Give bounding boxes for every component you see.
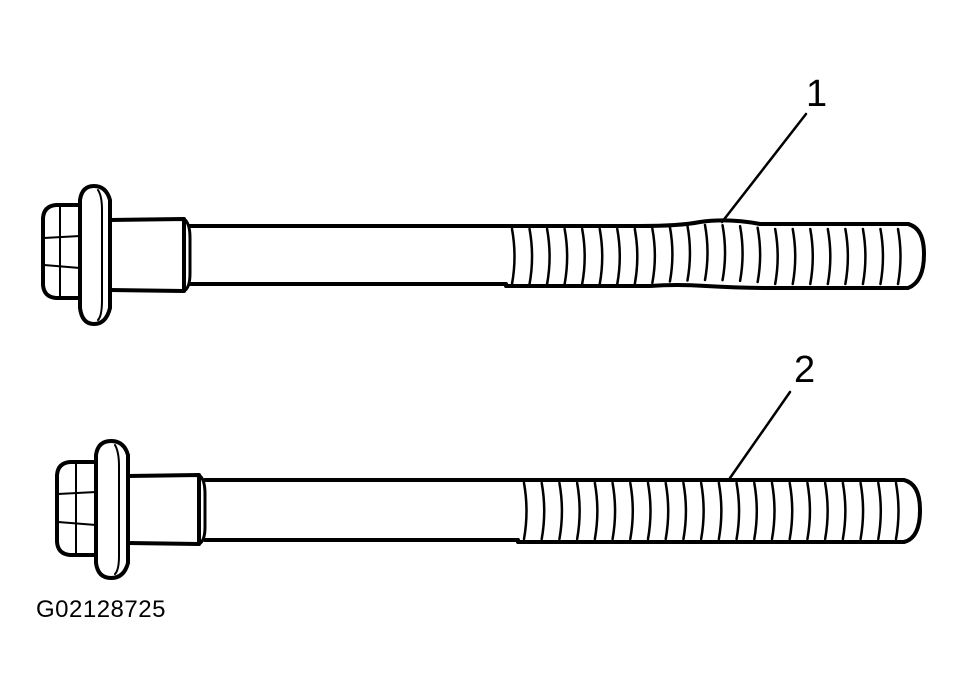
bolt-1-shoulder: [108, 217, 192, 293]
bolt-2-thread-ridge: [841, 481, 847, 541]
bolt-1-thread-ridge: [896, 227, 902, 286]
bolt-1-thread-ridge: [545, 227, 551, 286]
bolt-2-thread-ridge: [788, 481, 794, 541]
bolt-1-thread-ridge: [756, 226, 762, 284]
bolt-2-thread-ridge: [806, 481, 812, 541]
bolt-1-thread-ridge: [686, 224, 692, 282]
bolt-2-thread-ridge: [770, 481, 776, 541]
bolt-2-thread-ridge: [629, 481, 635, 541]
bolt-2: [55, 439, 922, 580]
callout-2-leader: [728, 390, 792, 480]
bolt-2-thread-ridge: [664, 481, 670, 541]
callout-1-label: 1: [806, 73, 827, 115]
bolt-1-thread-ridge: [826, 227, 832, 286]
bolt-2-thread-ridge: [894, 481, 900, 541]
bolt-2-thread-ridge: [611, 481, 617, 541]
bolt-2-thread-ridge: [717, 481, 723, 541]
bolt-2-thread-ridge: [682, 481, 688, 541]
bolt-2-thread-ridge: [735, 481, 741, 541]
bolt-2-shoulder: [126, 473, 207, 546]
bolt-2-thread-lines: [522, 481, 900, 541]
bolt-1-thread-ridge: [510, 227, 516, 286]
bolt-1-thread-ridge: [703, 223, 709, 282]
bolt-2-thread-ridge: [859, 481, 865, 541]
bolt-1-thread-lines: [510, 223, 902, 286]
bolt-1-thread-ridge: [809, 227, 815, 286]
bolt-2-thread-ridge: [593, 481, 599, 541]
bolt-2-thread-ridge: [522, 481, 528, 541]
figure-id: G02128725: [36, 596, 166, 623]
bolt-2-thread-ridge: [646, 481, 652, 541]
bolt-1-hex-head: [41, 203, 82, 300]
bolt-2-thread-ridge: [575, 481, 581, 541]
bolt-1-thread-ridge: [651, 227, 657, 285]
bolt-1-threads: [504, 218, 926, 290]
bolt-2-thread-ridge: [877, 481, 883, 541]
bolt-1-flange: [78, 184, 112, 326]
bolt-2-thread-ridge: [823, 481, 829, 541]
bolt-2-hex-head: [55, 460, 98, 557]
bolt-1-thread-ridge: [844, 227, 850, 286]
callout-1: 1: [720, 73, 827, 224]
callout-1-leader: [720, 112, 808, 224]
bolt-2-thread-ridge: [540, 481, 546, 541]
bolt-1-thread-ridge: [721, 223, 727, 282]
bolt-1-thread-ridge: [598, 227, 604, 286]
bolt-1-thread-ridge: [861, 227, 867, 286]
callout-2: 2: [728, 349, 815, 480]
bolt-1-thread-ridge: [633, 227, 639, 286]
bolt-1-thread-ridge: [791, 227, 797, 286]
bolt-2-thread-ridge: [699, 481, 705, 541]
bolt-2-flange: [94, 439, 130, 580]
bolt-2-thread-ridge: [558, 481, 564, 541]
bolt-1-thread-ridge: [580, 227, 586, 286]
bolt-1-thread-ridge: [879, 227, 885, 286]
bolt-1-thread-ridge: [616, 227, 622, 286]
bolt-1-thread-ridge: [563, 227, 569, 286]
callout-2-label: 2: [794, 349, 815, 391]
bolt-2-shank: [203, 478, 520, 542]
bolt-1-thread-ridge: [738, 224, 744, 283]
bolt-1: [41, 184, 926, 326]
bolt-2-threads: [516, 478, 922, 544]
bolt-1-thread-ridge: [528, 227, 534, 286]
bolt-2-thread-ridge: [753, 481, 759, 541]
bolt-1-thread-ridge: [773, 227, 779, 286]
bolt-1-shank: [188, 224, 508, 286]
bolt-1-thread-ridge: [668, 225, 674, 283]
